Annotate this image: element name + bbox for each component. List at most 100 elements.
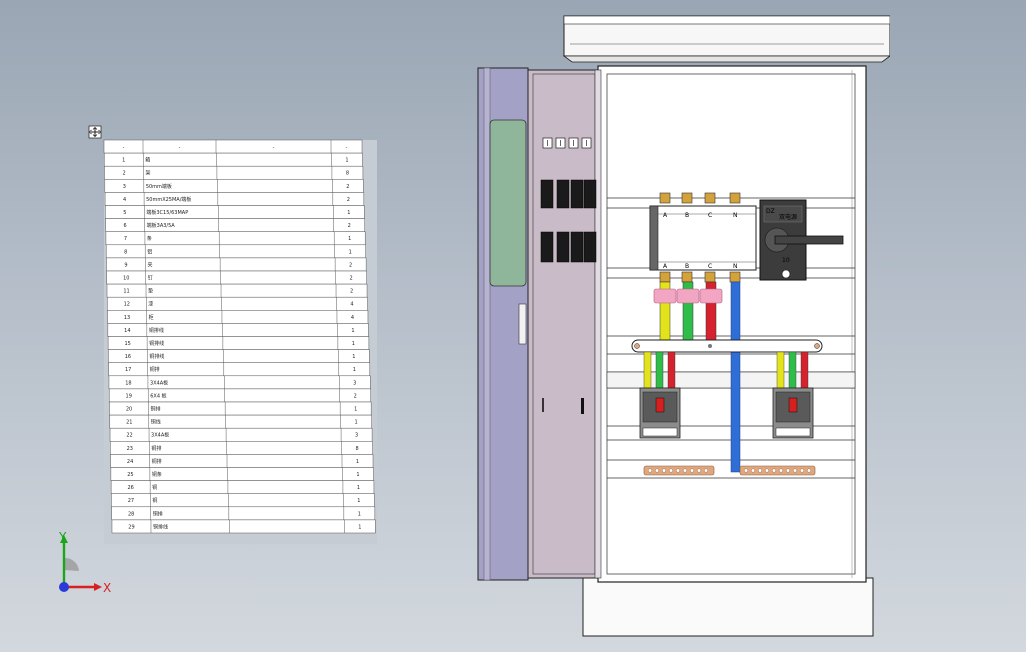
cabinet-base <box>582 577 874 637</box>
current-transformer <box>676 288 700 304</box>
terminal-bars <box>643 465 816 476</box>
row-quantity: 1 <box>357 485 360 491</box>
row-number: 17 <box>125 367 131 373</box>
row-name: 3X4A板 <box>151 432 169 439</box>
row-name: 铜排线 <box>149 340 164 347</box>
terminal-bottom <box>681 271 693 283</box>
phase-label-bottom: B <box>685 263 689 270</box>
door-component <box>540 231 554 263</box>
table-row: 29 铜排线 1 <box>111 519 376 534</box>
row-quantity: 8 <box>346 171 349 177</box>
cabinet-roof <box>562 15 890 63</box>
row-quantity: 1 <box>345 158 348 164</box>
row-name: 铜排 <box>153 510 163 517</box>
row-name: 铜排线 <box>153 523 168 530</box>
row-number: 14 <box>124 328 130 334</box>
breaker-toggle[interactable] <box>788 397 798 413</box>
row-quantity: 2 <box>346 184 349 190</box>
switch-handle[interactable] <box>774 235 844 245</box>
row-quantity: 3 <box>353 380 356 386</box>
row-number: 24 <box>127 459 133 465</box>
table-row: 28 铜排 1 <box>111 506 376 521</box>
terminal-bottom <box>704 271 716 283</box>
row-quantity: 1 <box>348 236 351 242</box>
phase-label-bottom: A <box>663 263 668 270</box>
current-transformer <box>699 288 723 304</box>
y-axis-arrow-icon <box>60 535 68 543</box>
terminal-top <box>729 192 741 204</box>
row-quantity: 1 <box>358 511 361 517</box>
row-number: 22 <box>126 433 132 439</box>
switch-label-3: 10 <box>782 257 790 264</box>
door-blocks <box>540 179 597 263</box>
neutral-bar <box>730 281 741 473</box>
axis-triad[interactable]: Y X <box>46 530 116 600</box>
row-quantity: 1 <box>352 341 355 347</box>
door-clip-icon <box>568 137 579 149</box>
row-name: 6X4 板 <box>150 392 166 399</box>
row-number: 9 <box>124 262 127 268</box>
phase-label-top: A <box>663 212 668 219</box>
row-number: 2 <box>122 171 125 177</box>
row-number: 21 <box>126 420 132 426</box>
breaker[interactable] <box>772 351 814 439</box>
breaker-toggle[interactable] <box>655 397 665 413</box>
distribution-busbar <box>631 339 823 353</box>
row-number: 13 <box>124 315 130 321</box>
branch-breakers[interactable] <box>639 351 814 439</box>
terminal-bottom <box>659 271 671 283</box>
row-number: 29 <box>128 524 134 530</box>
door-component <box>556 179 570 209</box>
terminal-bar <box>739 465 816 476</box>
row-name: 50mmX25MA/端板 <box>146 196 191 203</box>
row-quantity: 1 <box>357 498 360 504</box>
door-clip-icon <box>555 137 566 149</box>
row-quantity: 4 <box>350 302 353 308</box>
breaker[interactable] <box>639 351 681 439</box>
row-number: 27 <box>128 498 134 504</box>
door-clips <box>542 137 592 149</box>
row-quantity: 2 <box>350 289 353 295</box>
row-number: 11 <box>123 289 129 295</box>
table-header-cell: - <box>273 145 275 151</box>
row-name: 柜 <box>149 314 154 321</box>
door-clip-icon <box>581 137 592 149</box>
row-number: 5 <box>123 210 126 216</box>
door-handle[interactable] <box>518 303 527 345</box>
row-name: 铜排 <box>152 458 162 465</box>
y-axis-label: Y <box>58 530 67 544</box>
door-component <box>583 179 597 209</box>
row-name: 铜排 <box>151 406 161 413</box>
row-quantity: 1 <box>358 524 361 530</box>
row-number: 6 <box>124 223 127 229</box>
switch-button-icon[interactable] <box>781 269 791 279</box>
row-quantity: 1 <box>353 367 356 373</box>
main-transfer-switch[interactable]: DZ 双电源 10 <box>649 199 844 281</box>
table-move-handle-icon[interactable] <box>88 125 102 139</box>
phase-label-bottom: N <box>733 263 738 270</box>
phase-label-top: C <box>708 212 712 219</box>
z-axis-dot-icon <box>59 582 69 592</box>
row-quantity: 1 <box>355 420 358 426</box>
cabinet-door[interactable] <box>477 67 529 581</box>
phase-label-top: N <box>733 212 738 219</box>
row-name: 钉 <box>148 275 153 282</box>
row-name: 铜 <box>152 484 157 491</box>
row-number: 4 <box>123 197 126 203</box>
row-number: 28 <box>128 511 134 517</box>
row-number: 8 <box>124 249 127 255</box>
terminal-top <box>659 192 671 204</box>
